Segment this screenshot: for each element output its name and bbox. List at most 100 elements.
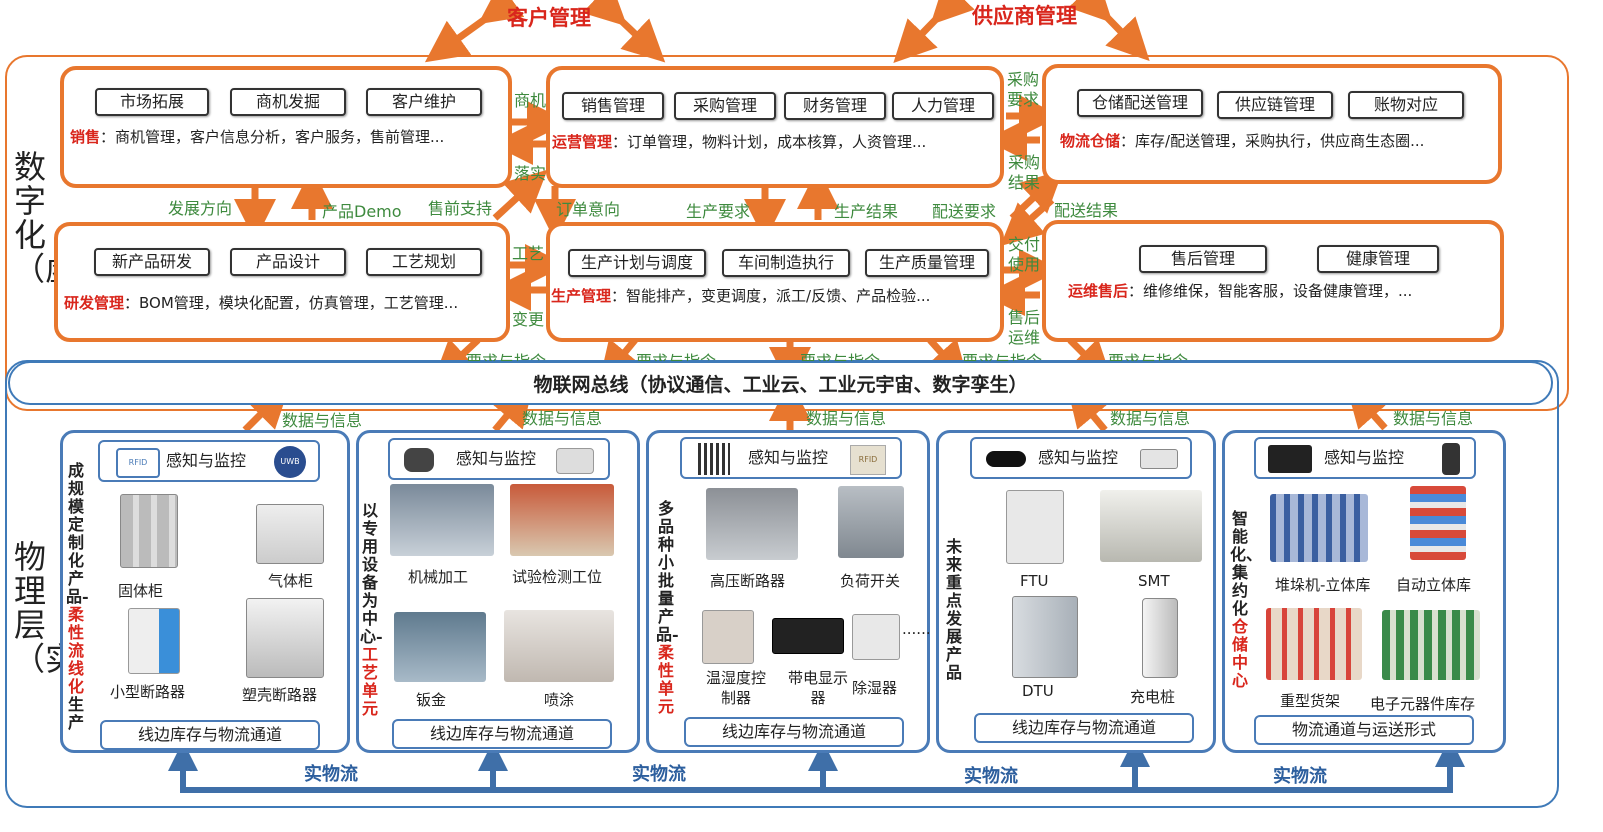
service-head: 运维售后 bbox=[1068, 282, 1129, 300]
service-pill-0: 售后管理 bbox=[1139, 245, 1267, 273]
logistics-desc: 物流仓储：库存/配送管理，采购执行，供应商生态圈... bbox=[1060, 130, 1424, 151]
supplier-management-label: 供应商管理 bbox=[972, 3, 1077, 28]
barcode-scanner-icon bbox=[1442, 443, 1460, 475]
cell-4-item-2: 重型货架 bbox=[1280, 692, 1341, 710]
dehumidifier-image bbox=[852, 614, 900, 660]
stacker-warehouse-image bbox=[1270, 494, 1368, 562]
cell-4-vtext: 智能化、集约化仓储中心 bbox=[1230, 509, 1263, 690]
production-desc: 生产管理：智能排产，变更调度，派工/反馈、产品检验... bbox=[551, 285, 930, 306]
cell-process-unit bbox=[356, 430, 640, 753]
flow-dev-dir: 发展方向 bbox=[168, 199, 233, 218]
cell-0-item-2: 小型断路器 bbox=[110, 683, 186, 701]
sales-box bbox=[60, 66, 512, 188]
ops-desc: 运营管理：订单管理，物料计划，成本核算，人资管理... bbox=[552, 131, 926, 152]
cell-3-item-2: DTU bbox=[1022, 682, 1054, 700]
customer-management-label: 客户管理 bbox=[507, 5, 591, 30]
production-head: 生产管理 bbox=[551, 287, 612, 305]
physical-flow-label-2: 实物流 bbox=[964, 766, 1018, 787]
qr-code-icon bbox=[698, 443, 730, 475]
cell-future-products bbox=[936, 430, 1216, 753]
service-pill-1: 健康管理 bbox=[1317, 245, 1439, 273]
service-box bbox=[1042, 220, 1504, 342]
temp-humidity-controller-image bbox=[702, 610, 754, 664]
data-info-1: 数据与信息 bbox=[522, 409, 603, 428]
cell-flexible-line bbox=[60, 430, 350, 753]
ftu-image bbox=[1006, 490, 1064, 564]
cell-2-vtext: 多品种小批量产品-柔性单元 bbox=[656, 499, 679, 716]
rfid-icon: RFID bbox=[116, 448, 160, 478]
mccb-image bbox=[246, 598, 324, 678]
flow-biz: 商机 bbox=[514, 91, 547, 110]
cell-0-item-1: 气体柜 bbox=[268, 572, 314, 590]
flow-pur-res: 采购结果 bbox=[1008, 153, 1041, 192]
flow-pur-req: 采购要求 bbox=[1007, 70, 1040, 109]
customer-arrow-left bbox=[424, 0, 525, 63]
rd-pill-1: 产品设计 bbox=[230, 248, 346, 276]
cell-1-vtext: 以专用设备为中心-工艺单元 bbox=[360, 501, 383, 718]
heavy-rack-image bbox=[1266, 608, 1362, 680]
operations-box bbox=[546, 66, 1004, 188]
card-reader-icon bbox=[556, 448, 594, 474]
cell-3-sense: 感知与监控 bbox=[970, 437, 1192, 479]
cell-0-sense-label: 感知与监控 bbox=[166, 451, 247, 470]
data-info-2: 数据与信息 bbox=[806, 409, 887, 428]
cell-4-sense-label: 感知与监控 bbox=[1324, 448, 1405, 467]
rd-pill-2: 工艺规划 bbox=[366, 248, 482, 276]
cell-1-sense-label: 感知与监控 bbox=[456, 449, 537, 468]
flow-prod-req: 生产要求 bbox=[686, 202, 751, 221]
flow-process: 工艺 bbox=[512, 244, 545, 263]
dtu-image bbox=[1012, 596, 1078, 678]
test-station-image bbox=[510, 484, 614, 556]
load-switch-image bbox=[838, 486, 904, 558]
flow-deliv-req: 配送要求 bbox=[932, 202, 997, 221]
painting-image bbox=[504, 610, 614, 682]
cell-0-item-3: 塑壳断路器 bbox=[242, 686, 318, 704]
sales-desc-text: ：商机管理，客户信息分析，客户服务，售前管理... bbox=[100, 128, 445, 146]
cell-4-item-0: 堆垛机-立体库 bbox=[1275, 576, 1371, 594]
physical-side-label: 物理层（实） bbox=[13, 538, 109, 678]
iot-bus: 物联网总线（协议通信、工业云、工业元宇宙、数字孪生） bbox=[8, 361, 1553, 405]
cell-flexible-unit bbox=[646, 430, 930, 753]
production-pill-1: 车间制造执行 bbox=[722, 249, 850, 277]
cell-0-vtext: 成规模定制化产品-柔性流线化生产 bbox=[66, 461, 89, 732]
charging-pile-image bbox=[1142, 598, 1178, 678]
live-indicator-image bbox=[772, 618, 844, 654]
supplier-arrow-left bbox=[893, 0, 975, 64]
service-desc-text: ：维修维保，智能客服，设备健康管理，... bbox=[1128, 282, 1413, 300]
hv-breaker-image bbox=[706, 488, 798, 560]
cell-3-sense-label: 感知与监控 bbox=[1038, 448, 1119, 467]
logistics-head: 物流仓储 bbox=[1060, 132, 1121, 150]
auto-warehouse-image bbox=[1410, 486, 1466, 560]
ops-pill-2: 财务管理 bbox=[784, 92, 886, 120]
cell-2-item-2: 温湿度控制器 bbox=[706, 669, 767, 707]
data-info-4: 数据与信息 bbox=[1393, 409, 1474, 428]
customer-arrow-right bbox=[582, 0, 666, 63]
cell-4-sense: 感知与监控 bbox=[1254, 437, 1476, 479]
cell-2-item-1: 负荷开关 bbox=[840, 572, 901, 590]
physical-flow-label-1: 实物流 bbox=[632, 764, 686, 785]
rd-head: 研发管理 bbox=[64, 294, 125, 312]
production-desc-text: ：智能排产，变更调度，派工/反馈、产品检验... bbox=[611, 287, 931, 305]
ops-pill-0: 销售管理 bbox=[562, 92, 664, 120]
cell-4-item-1: 自动立体库 bbox=[1396, 576, 1472, 594]
digital-layer-region bbox=[5, 55, 1569, 411]
flow-after: 售后运维 bbox=[1008, 308, 1041, 347]
solid-cabinet-image bbox=[120, 494, 178, 568]
logistics-pill-2: 账物对应 bbox=[1348, 91, 1464, 119]
service-desc: 运维售后：维修维保，智能客服，设备健康管理，... bbox=[1068, 280, 1412, 301]
rd-box bbox=[54, 222, 510, 342]
sales-pill-2: 客户维护 bbox=[366, 88, 482, 116]
data-info-3: 数据与信息 bbox=[1110, 409, 1191, 428]
cell-2-item-3: 带电显示器 bbox=[788, 669, 849, 707]
data-info-0: 数据与信息 bbox=[282, 411, 363, 430]
physical-flow-label-0: 实物流 bbox=[304, 764, 358, 785]
logistics-pill-0: 仓储配送管理 bbox=[1077, 89, 1203, 117]
smart-glasses-icon bbox=[986, 451, 1026, 467]
flow-order: 订单意向 bbox=[556, 200, 621, 219]
flow-prod-res: 生产结果 bbox=[834, 202, 899, 221]
sheet-metal-image bbox=[394, 612, 486, 682]
digital-side-label: 数字化（虚） bbox=[13, 148, 109, 288]
physical-flow-label-3: 实物流 bbox=[1273, 766, 1327, 787]
production-box bbox=[546, 222, 1004, 342]
logistics-desc-text: ：库存/配送管理，采购执行，供应商生态圈... bbox=[1120, 132, 1425, 150]
